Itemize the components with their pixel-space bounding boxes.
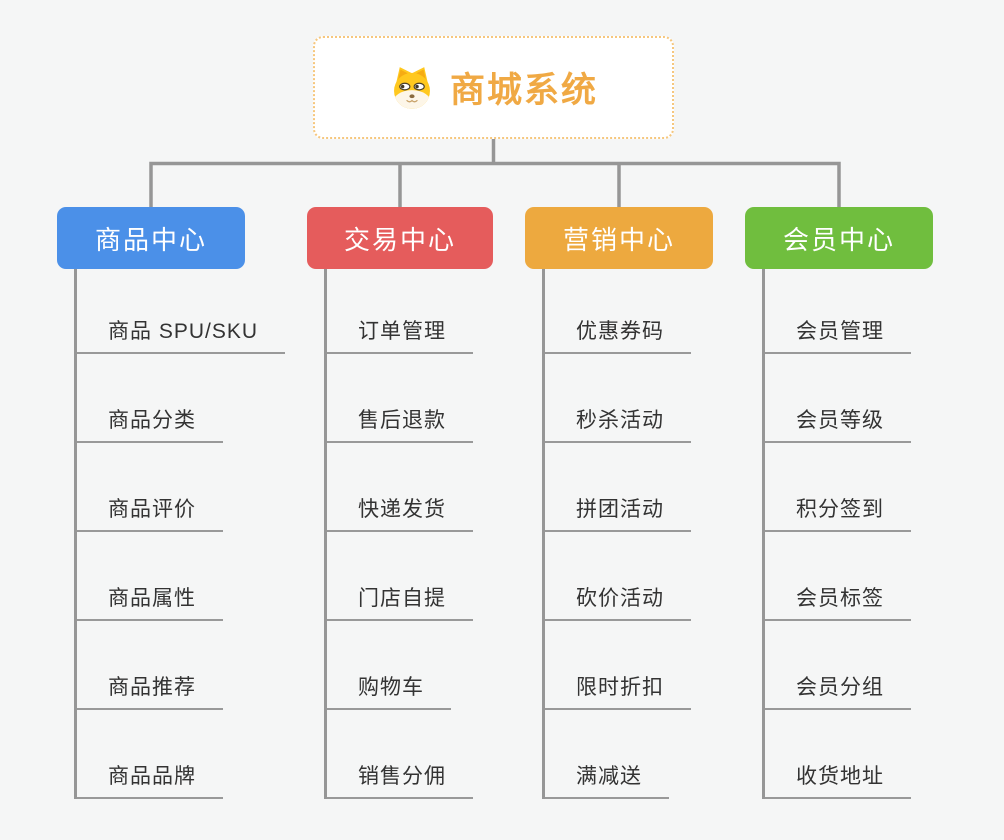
subtopic-label: 商品分类 <box>77 404 223 443</box>
branch-bus-line <box>149 161 841 207</box>
subtopic-label: 会员等级 <box>765 404 911 443</box>
branch-label: 交易中心 <box>343 224 456 255</box>
subtopic-label: 售后退款 <box>327 404 473 443</box>
subtopic[interactable]: 商品属性 <box>77 532 285 621</box>
subtopic-label: 购物车 <box>327 671 451 710</box>
subtopic[interactable]: 积分签到 <box>765 443 911 532</box>
subtopic-label: 快递发货 <box>327 493 473 532</box>
subtopic[interactable]: 秒杀活动 <box>545 354 691 443</box>
subtopic-label: 订单管理 <box>327 315 473 354</box>
subtopic-column-member: 会员管理 会员等级 积分签到 会员标签 会员分组 收货地址 <box>762 269 911 799</box>
subtopic-column-product: 商品 SPU/SKU 商品分类 商品评价 商品属性 商品推荐 商品品牌 <box>74 269 286 799</box>
subtopic-label: 会员标签 <box>765 582 911 621</box>
subtopic[interactable]: 优惠券码 <box>545 269 691 354</box>
subtopic-label: 秒杀活动 <box>545 404 691 443</box>
branch-marketing-center[interactable]: 营销中心 <box>525 207 713 269</box>
subtopic-column-trade: 订单管理 售后退款 快递发货 门店自提 购物车 销售分佣 <box>324 269 473 799</box>
subtopic-label: 门店自提 <box>327 582 473 621</box>
subtopic[interactable]: 收货地址 <box>765 710 911 799</box>
subtopic-label: 会员分组 <box>765 671 911 710</box>
subtopic[interactable]: 商品评价 <box>77 443 285 532</box>
root-topic[interactable]: 商城系统 <box>313 36 674 139</box>
subtopic-label: 商品属性 <box>77 582 223 621</box>
branch-label: 会员中心 <box>782 224 895 255</box>
subtopic[interactable]: 会员等级 <box>765 354 911 443</box>
branch-trade-center[interactable]: 交易中心 <box>307 207 493 269</box>
subtopic-label: 优惠券码 <box>545 315 691 354</box>
subtopic[interactable]: 会员分组 <box>765 621 911 710</box>
subtopic[interactable]: 会员管理 <box>765 269 911 354</box>
subtopic-label: 商品推荐 <box>77 671 223 710</box>
subtopic[interactable]: 拼团活动 <box>545 443 691 532</box>
subtopic-label: 限时折扣 <box>545 671 691 710</box>
subtopic[interactable]: 门店自提 <box>327 532 473 621</box>
root-topic-title: 商城系统 <box>449 71 598 110</box>
subtopic[interactable]: 商品推荐 <box>77 621 285 710</box>
subtopic-label: 销售分佣 <box>327 760 473 799</box>
branch-member-center[interactable]: 会员中心 <box>745 207 933 269</box>
subtopic-label: 商品品牌 <box>77 760 223 799</box>
branch-label: 商品中心 <box>94 224 207 255</box>
subtopic[interactable]: 会员标签 <box>765 532 911 621</box>
subtopic-column-marketing: 优惠券码 秒杀活动 拼团活动 砍价活动 限时折扣 满减送 <box>542 269 691 799</box>
subtopic[interactable]: 售后退款 <box>327 354 473 443</box>
subtopic-label: 会员管理 <box>765 315 911 354</box>
subtopic-label: 商品评价 <box>77 493 223 532</box>
subtopic[interactable]: 限时折扣 <box>545 621 691 710</box>
subtopic-label: 商品 SPU/SKU <box>77 315 286 354</box>
subtopic[interactable]: 商品品牌 <box>77 710 285 799</box>
branch-label: 营销中心 <box>562 224 675 255</box>
subtopic-label: 收货地址 <box>765 760 911 799</box>
subtopic[interactable]: 砍价活动 <box>545 532 691 621</box>
dog-face-icon <box>394 66 430 109</box>
subtopic[interactable]: 商品分类 <box>77 354 285 443</box>
subtopic[interactable]: 订单管理 <box>327 269 473 354</box>
subtopic-label: 拼团活动 <box>545 493 691 532</box>
subtopic[interactable]: 满减送 <box>545 710 691 799</box>
subtopic[interactable]: 快递发货 <box>327 443 473 532</box>
subtopic-label: 砍价活动 <box>545 582 691 621</box>
branch-product-center[interactable]: 商品中心 <box>57 207 245 269</box>
subtopic[interactable]: 销售分佣 <box>327 710 473 799</box>
subtopic-label: 满减送 <box>545 760 669 799</box>
subtopic[interactable]: 购物车 <box>327 621 473 710</box>
subtopic-label: 积分签到 <box>765 493 911 532</box>
subtopic[interactable]: 商品 SPU/SKU <box>77 269 286 354</box>
